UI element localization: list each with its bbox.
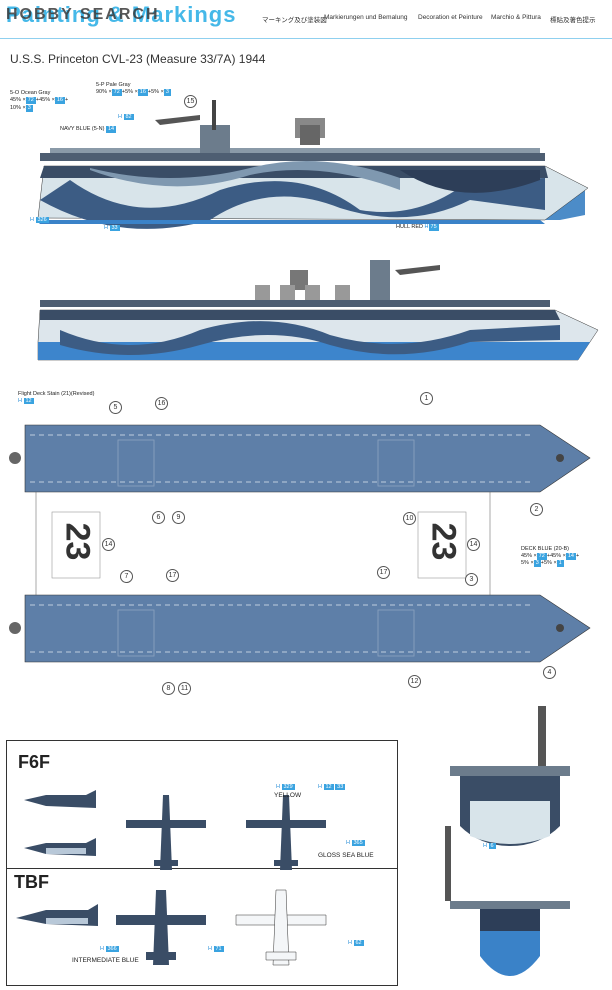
- f6f-yellow-label: YELLOW: [274, 792, 302, 799]
- page-title: Painting & Markings: [6, 2, 237, 27]
- callout-10: 10: [403, 512, 416, 525]
- watermark: HOBBY SEARCH: [6, 6, 160, 23]
- pale-gray-mix: 90% ×72+5% ×16+5% ×3: [96, 89, 171, 96]
- tbf-code-71: H 71: [208, 946, 224, 952]
- f6f-gloss-code: H 365: [346, 840, 365, 846]
- ship-end-views: [445, 706, 570, 976]
- callout-8: 8: [162, 682, 175, 695]
- flight-deck-code: H 12: [18, 398, 34, 404]
- ship-title: U.S.S. Princeton CVL-23 (Measure 33/7A) …: [10, 52, 266, 66]
- callout-4: 4: [543, 666, 556, 679]
- end-view-code-6: H 6: [483, 843, 496, 849]
- f6f-yellow-code: H 329: [276, 784, 295, 790]
- lang-label-ja: マーキング及び塗装図: [262, 17, 327, 24]
- tbf-intermediate-label: INTERMEDIATE BLUE: [72, 957, 139, 964]
- f6f-title: F6F: [18, 752, 51, 772]
- ship-profile-starboard: [36, 100, 589, 229]
- ocean-gray-mix-2: 10% ×3: [10, 105, 33, 112]
- ocean-gray-mix: 45% ×72+45% ×16+: [10, 97, 69, 104]
- callout-3: 3: [465, 573, 478, 586]
- tbf-title: TBF: [14, 872, 49, 892]
- color-code-82: H 82: [118, 114, 134, 120]
- callout-15: 15: [184, 95, 197, 108]
- hull-number-right: 23: [424, 522, 463, 561]
- aircraft-panel: [6, 740, 398, 986]
- f6f-gloss-label: GLOSS SEA BLUE: [318, 852, 374, 859]
- callout-12: 12: [408, 675, 421, 688]
- lang-label-fr: Decoration et Peinture: [418, 14, 483, 21]
- callout-9: 9: [172, 511, 185, 524]
- callout-17-right: 17: [377, 566, 390, 579]
- deck-blue-label: DECK BLUE (20-B): [521, 546, 569, 552]
- callout-1: 1: [420, 392, 433, 405]
- hull-number-left: 23: [58, 522, 97, 561]
- navy-blue-label: NAVY BLUE (5-N) 14: [60, 126, 117, 133]
- ship-profile-port: [37, 260, 599, 361]
- pale-gray-label: 5-P Pale Gray: [96, 82, 131, 88]
- callout-14-right: 14: [467, 538, 480, 551]
- tbf-intermediate-code: H 366: [100, 946, 119, 952]
- tbf-code-62: H 62: [348, 940, 364, 946]
- deck-blue-mix: 45% ×72+45% ×14+: [521, 553, 580, 560]
- deck-blue-mix-2: 5% ×3+5% ×1: [521, 560, 564, 567]
- lang-label-it: Marchio & Pittura: [491, 14, 541, 21]
- callout-5: 5: [109, 401, 122, 414]
- callout-2: 2: [530, 503, 543, 516]
- callout-16: 16: [155, 397, 168, 410]
- callout-6: 6: [152, 511, 165, 524]
- callout-11: 11: [178, 682, 191, 695]
- aircraft-drawings: [16, 790, 327, 966]
- flight-deck-plans: [9, 424, 591, 663]
- color-code-33: H 33: [104, 225, 120, 231]
- ocean-gray-label: 5-O Ocean Gray: [10, 90, 51, 96]
- lang-label-de: Markierungen und Bemalung: [324, 14, 408, 21]
- f6f-code-12: H 12 33: [318, 784, 346, 790]
- flight-deck-stain-label: Flight Deck Stain (21)(Revised): [18, 391, 95, 397]
- lang-label-zh: 標貼及著色提示: [550, 17, 596, 24]
- callout-14-left: 14: [102, 538, 115, 551]
- aircraft-divider: [7, 868, 397, 869]
- color-code-326: H 326: [30, 217, 49, 223]
- header-rule: [0, 38, 612, 39]
- callout-17-left: 17: [166, 569, 179, 582]
- callout-7: 7: [120, 570, 133, 583]
